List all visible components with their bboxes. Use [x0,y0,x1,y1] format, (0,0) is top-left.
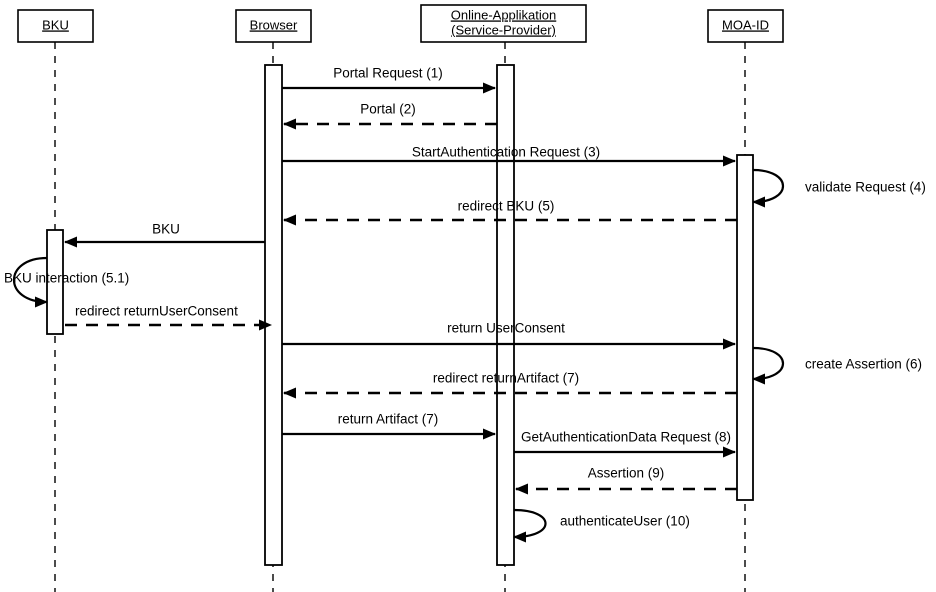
activation-bar-browser [264,64,283,566]
participant-label-browser: Browser [250,17,298,32]
message-label: redirect returnUserConsent [75,304,238,319]
message-4: validate Request (4) [752,168,926,208]
participant-oa[interactable]: Online-Applikation(Service-Provider) [420,4,587,43]
participant-box-oa[interactable] [420,4,587,43]
message-label: BKU [152,222,180,237]
message-1: Portal Request (1) [282,66,496,94]
self-message-arrow [12,256,48,308]
message-11: redirect returnArtifact (7) [283,371,737,399]
message-7: BKU interaction (5.1) [4,256,129,308]
self-message-arrow [752,168,784,208]
participant-label-moaid: MOA-ID [722,17,769,32]
participant-headers-layer: BKU Browser Online-Applikation(Service-Pro… [17,4,784,43]
message-label: redirect returnArtifact (7) [433,371,579,386]
activation-bar-bku [46,229,64,335]
messages-layer: Portal Request (1) Portal (2) StartAuthent… [4,66,926,543]
self-message-arrow [752,346,784,385]
participant-moaid[interactable]: MOA-ID [707,9,784,43]
message-13: GetAuthenticationData Request (8) [514,430,736,458]
message-label: validate Request (4) [805,180,926,195]
message-label: GetAuthenticationData Request (8) [521,430,731,445]
message-6: BKU [64,222,265,248]
participant-browser[interactable]: Browser [235,9,312,43]
participant-box-bku[interactable] [17,9,94,43]
message-8: redirect returnUserConsent [65,304,272,331]
message-label: return UserConsent [447,321,565,336]
message-2: Portal (2) [283,102,497,130]
message-12: return Artifact (7) [282,412,496,440]
activation-bar-moaid [736,154,754,501]
participant-bku[interactable]: BKU [17,9,94,43]
message-label: BKU interaction (5.1) [4,271,129,286]
participant-label-oa: Online-Applikation [451,7,557,22]
message-label: authenticateUser (10) [560,514,690,529]
activations-layer [46,64,754,566]
message-label: StartAuthentication Request (3) [412,145,600,160]
message-15: authenticateUser (10) [513,508,690,543]
message-label: redirect BKU (5) [458,199,555,214]
message-label: Portal Request (1) [333,66,443,81]
message-14: Assertion (9) [515,466,737,495]
self-message-arrow [513,508,547,543]
message-9: return UserConsent [282,321,736,350]
participant-label-bku: BKU [42,17,69,32]
message-label: create Assertion (6) [805,357,922,372]
message-label: Assertion (9) [588,466,665,481]
message-label: Portal (2) [360,102,416,117]
activation-bar-oa [496,64,515,566]
participant-box-browser[interactable] [235,9,312,43]
message-3: StartAuthentication Request (3) [282,145,736,167]
message-5: redirect BKU (5) [283,199,737,226]
message-label: return Artifact (7) [338,412,439,427]
message-10: create Assertion (6) [752,346,922,385]
participant-label-oa: (Service-Provider) [451,22,556,37]
participant-box-moaid[interactable] [707,9,784,43]
